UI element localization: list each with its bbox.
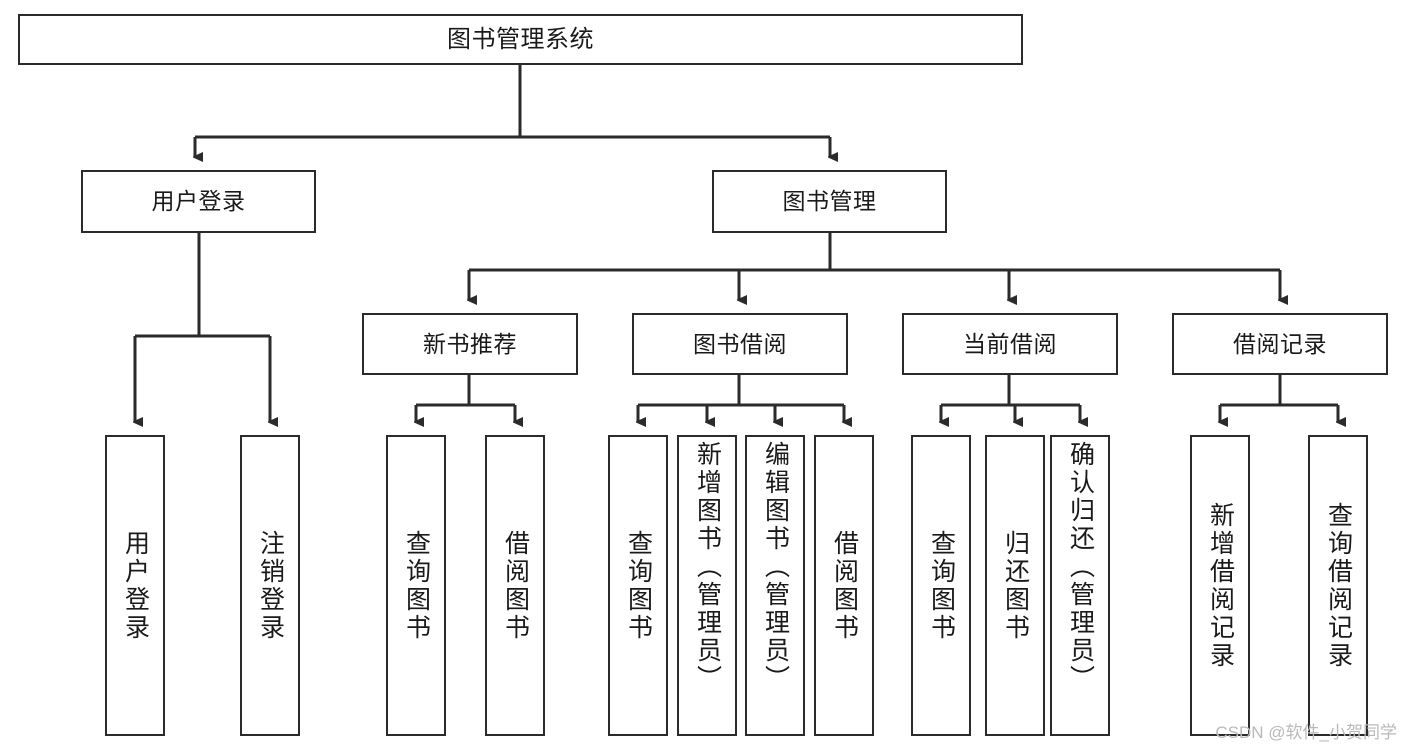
node-l3-1[interactable]: 图书借阅 — [632, 313, 848, 375]
node-l2-1[interactable]: 图书管理 — [712, 170, 947, 233]
node-leaf-2[interactable]: 查询图书 — [386, 435, 446, 736]
node-l3-0-label: 新书推荐 — [423, 330, 517, 357]
node-leaf-2-label: 查询图书 — [402, 529, 431, 642]
node-l2-0[interactable]: 用户登录 — [81, 170, 316, 233]
node-leaf-9[interactable]: 归还图书 — [985, 435, 1045, 736]
node-leaf-5-label: 新增图书（管理员） — [693, 441, 722, 693]
node-leaf-3-label: 借阅图书 — [501, 529, 530, 642]
node-l3-1-label: 图书借阅 — [693, 330, 787, 357]
node-l3-2[interactable]: 当前借阅 — [902, 313, 1118, 375]
node-leaf-8[interactable]: 查询图书 — [911, 435, 971, 736]
node-l2-0-label: 用户登录 — [151, 188, 246, 215]
node-leaf-4-label: 查询图书 — [624, 529, 653, 642]
node-leaf-0[interactable]: 用户登录 — [105, 435, 165, 736]
node-l3-0[interactable]: 新书推荐 — [362, 313, 578, 375]
node-leaf-12[interactable]: 查询借阅记录 — [1308, 435, 1368, 736]
node-leaf-5[interactable]: 新增图书（管理员） — [677, 435, 737, 736]
node-leaf-0-label: 用户登录 — [121, 529, 150, 642]
node-l3-3-label: 借阅记录 — [1233, 330, 1327, 357]
node-leaf-1-label: 注销登录 — [256, 529, 285, 642]
node-leaf-11-label: 新增借阅记录 — [1206, 501, 1235, 670]
node-root-label: 图书管理系统 — [447, 25, 594, 53]
node-leaf-4[interactable]: 查询图书 — [608, 435, 668, 736]
node-root[interactable]: 图书管理系统 — [18, 14, 1023, 65]
node-leaf-9-label: 归还图书 — [1001, 529, 1030, 642]
node-leaf-11[interactable]: 新增借阅记录 — [1190, 435, 1250, 736]
node-leaf-6-label: 编辑图书（管理员） — [761, 441, 790, 693]
node-leaf-10[interactable]: 确认归还（管理员） — [1050, 435, 1110, 736]
node-leaf-8-label: 查询图书 — [927, 529, 956, 642]
node-leaf-10-label: 确认归还（管理员） — [1066, 441, 1095, 693]
node-leaf-7[interactable]: 借阅图书 — [814, 435, 874, 736]
node-l3-2-label: 当前借阅 — [963, 330, 1057, 357]
node-leaf-1[interactable]: 注销登录 — [240, 435, 300, 736]
node-l3-3[interactable]: 借阅记录 — [1172, 313, 1388, 375]
node-leaf-6[interactable]: 编辑图书（管理员） — [745, 435, 805, 736]
node-leaf-7-label: 借阅图书 — [830, 529, 859, 642]
node-leaf-3[interactable]: 借阅图书 — [485, 435, 545, 736]
node-l2-1-label: 图书管理 — [782, 188, 877, 215]
node-leaf-12-label: 查询借阅记录 — [1324, 501, 1353, 670]
